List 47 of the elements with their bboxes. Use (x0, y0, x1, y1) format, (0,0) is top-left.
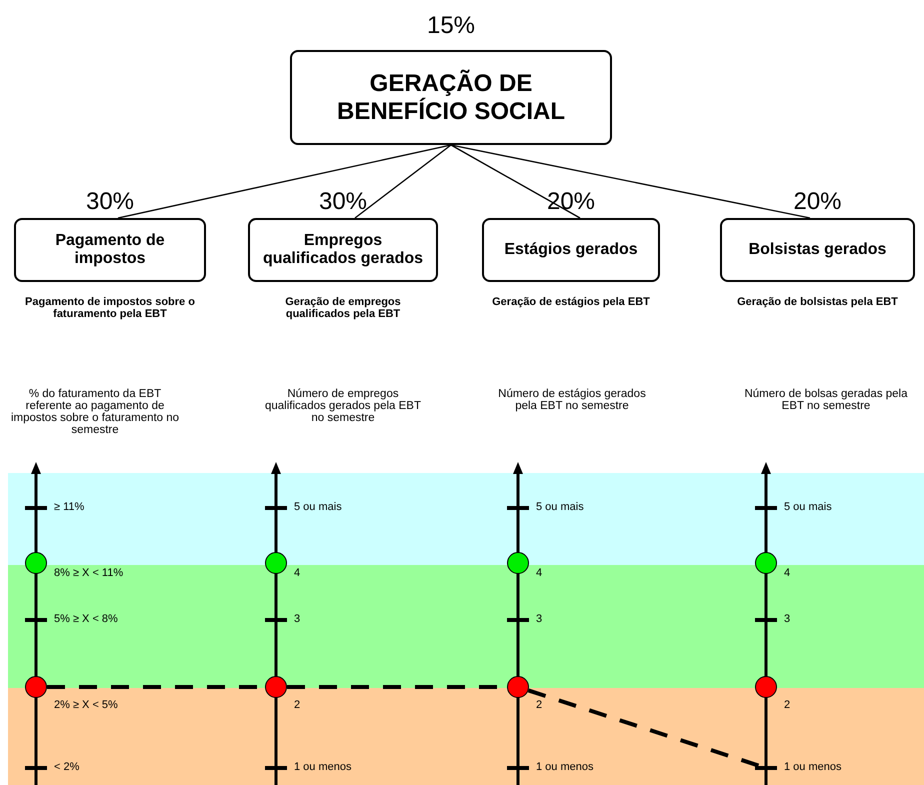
connector-line (450, 144, 580, 219)
tick-label: 8% ≥ X < 11% (54, 567, 124, 579)
tick-label: 5 ou mais (294, 501, 342, 513)
connector-line (450, 144, 810, 219)
box-title: Empregos qualificados gerados (262, 232, 424, 268)
criterion-box (14, 218, 206, 282)
box-title: GERAÇÃO DE BENEFÍCIO SOCIAL (336, 70, 566, 126)
tick-label: 5 ou mais (536, 501, 584, 513)
connector-line (118, 144, 452, 219)
tick-label: 5 ou mais (784, 501, 832, 513)
tick-label: 2% ≥ X < 5% (54, 699, 118, 711)
weight-percentage: 20% (546, 188, 596, 216)
tick-label: < 2% (54, 761, 80, 773)
goal-box (290, 50, 612, 145)
weight-percentage: 20% (792, 188, 843, 216)
tick-label: 1 ou menos (784, 761, 842, 773)
axis-description: Número de estágios gerados pela EBT no semestre (497, 388, 647, 412)
box-title: Pagamento de impostos (54, 232, 166, 268)
weight-percentage: 30% (84, 188, 136, 216)
tick-label: 3 (294, 613, 300, 625)
tick-label: 2 (784, 699, 790, 711)
tick-label: 2 (536, 699, 542, 711)
criterion-box (248, 218, 438, 282)
tick-label: 2 (294, 699, 300, 711)
criterion-box (482, 218, 660, 282)
tick-label: 5% ≥ X < 8% (54, 613, 118, 625)
axis-description: Número de bolsas geradas pela EBT no semestre (743, 388, 909, 412)
tick-label: 4 (294, 567, 300, 579)
weight-percentage: 30% (318, 188, 368, 216)
tick-label: 3 (784, 613, 790, 625)
weight-percentage: 15% (426, 12, 476, 40)
criterion-description: Geração de empregos qualificados pela EBT (284, 296, 402, 320)
box-title: Estágios gerados (504, 241, 638, 259)
criterion-description: Geração de estágios pela EBT (491, 296, 651, 308)
axis-description: % do faturamento da EBT referente ao pagamento de impostos sobre o faturamento no semestre (10, 388, 180, 436)
box-title: Bolsistas gerados (748, 241, 886, 259)
criterion-description: Geração de bolsistas pela EBT (736, 296, 899, 308)
criterion-description: Pagamento de impostos sobre o faturamento pela EBT (24, 296, 196, 320)
tick-label: 3 (536, 613, 542, 625)
tick-label: 4 (784, 567, 790, 579)
tick-label: 1 ou menos (536, 761, 594, 773)
criterion-box (720, 218, 915, 282)
connector-line (354, 144, 452, 219)
axis-description: Número de empregos qualificados gerados pela EBT no semestre (264, 388, 422, 424)
tick-label: 4 (536, 567, 542, 579)
tick-label: 1 ou menos (294, 761, 352, 773)
tick-label: ≥ 11% (54, 501, 84, 513)
